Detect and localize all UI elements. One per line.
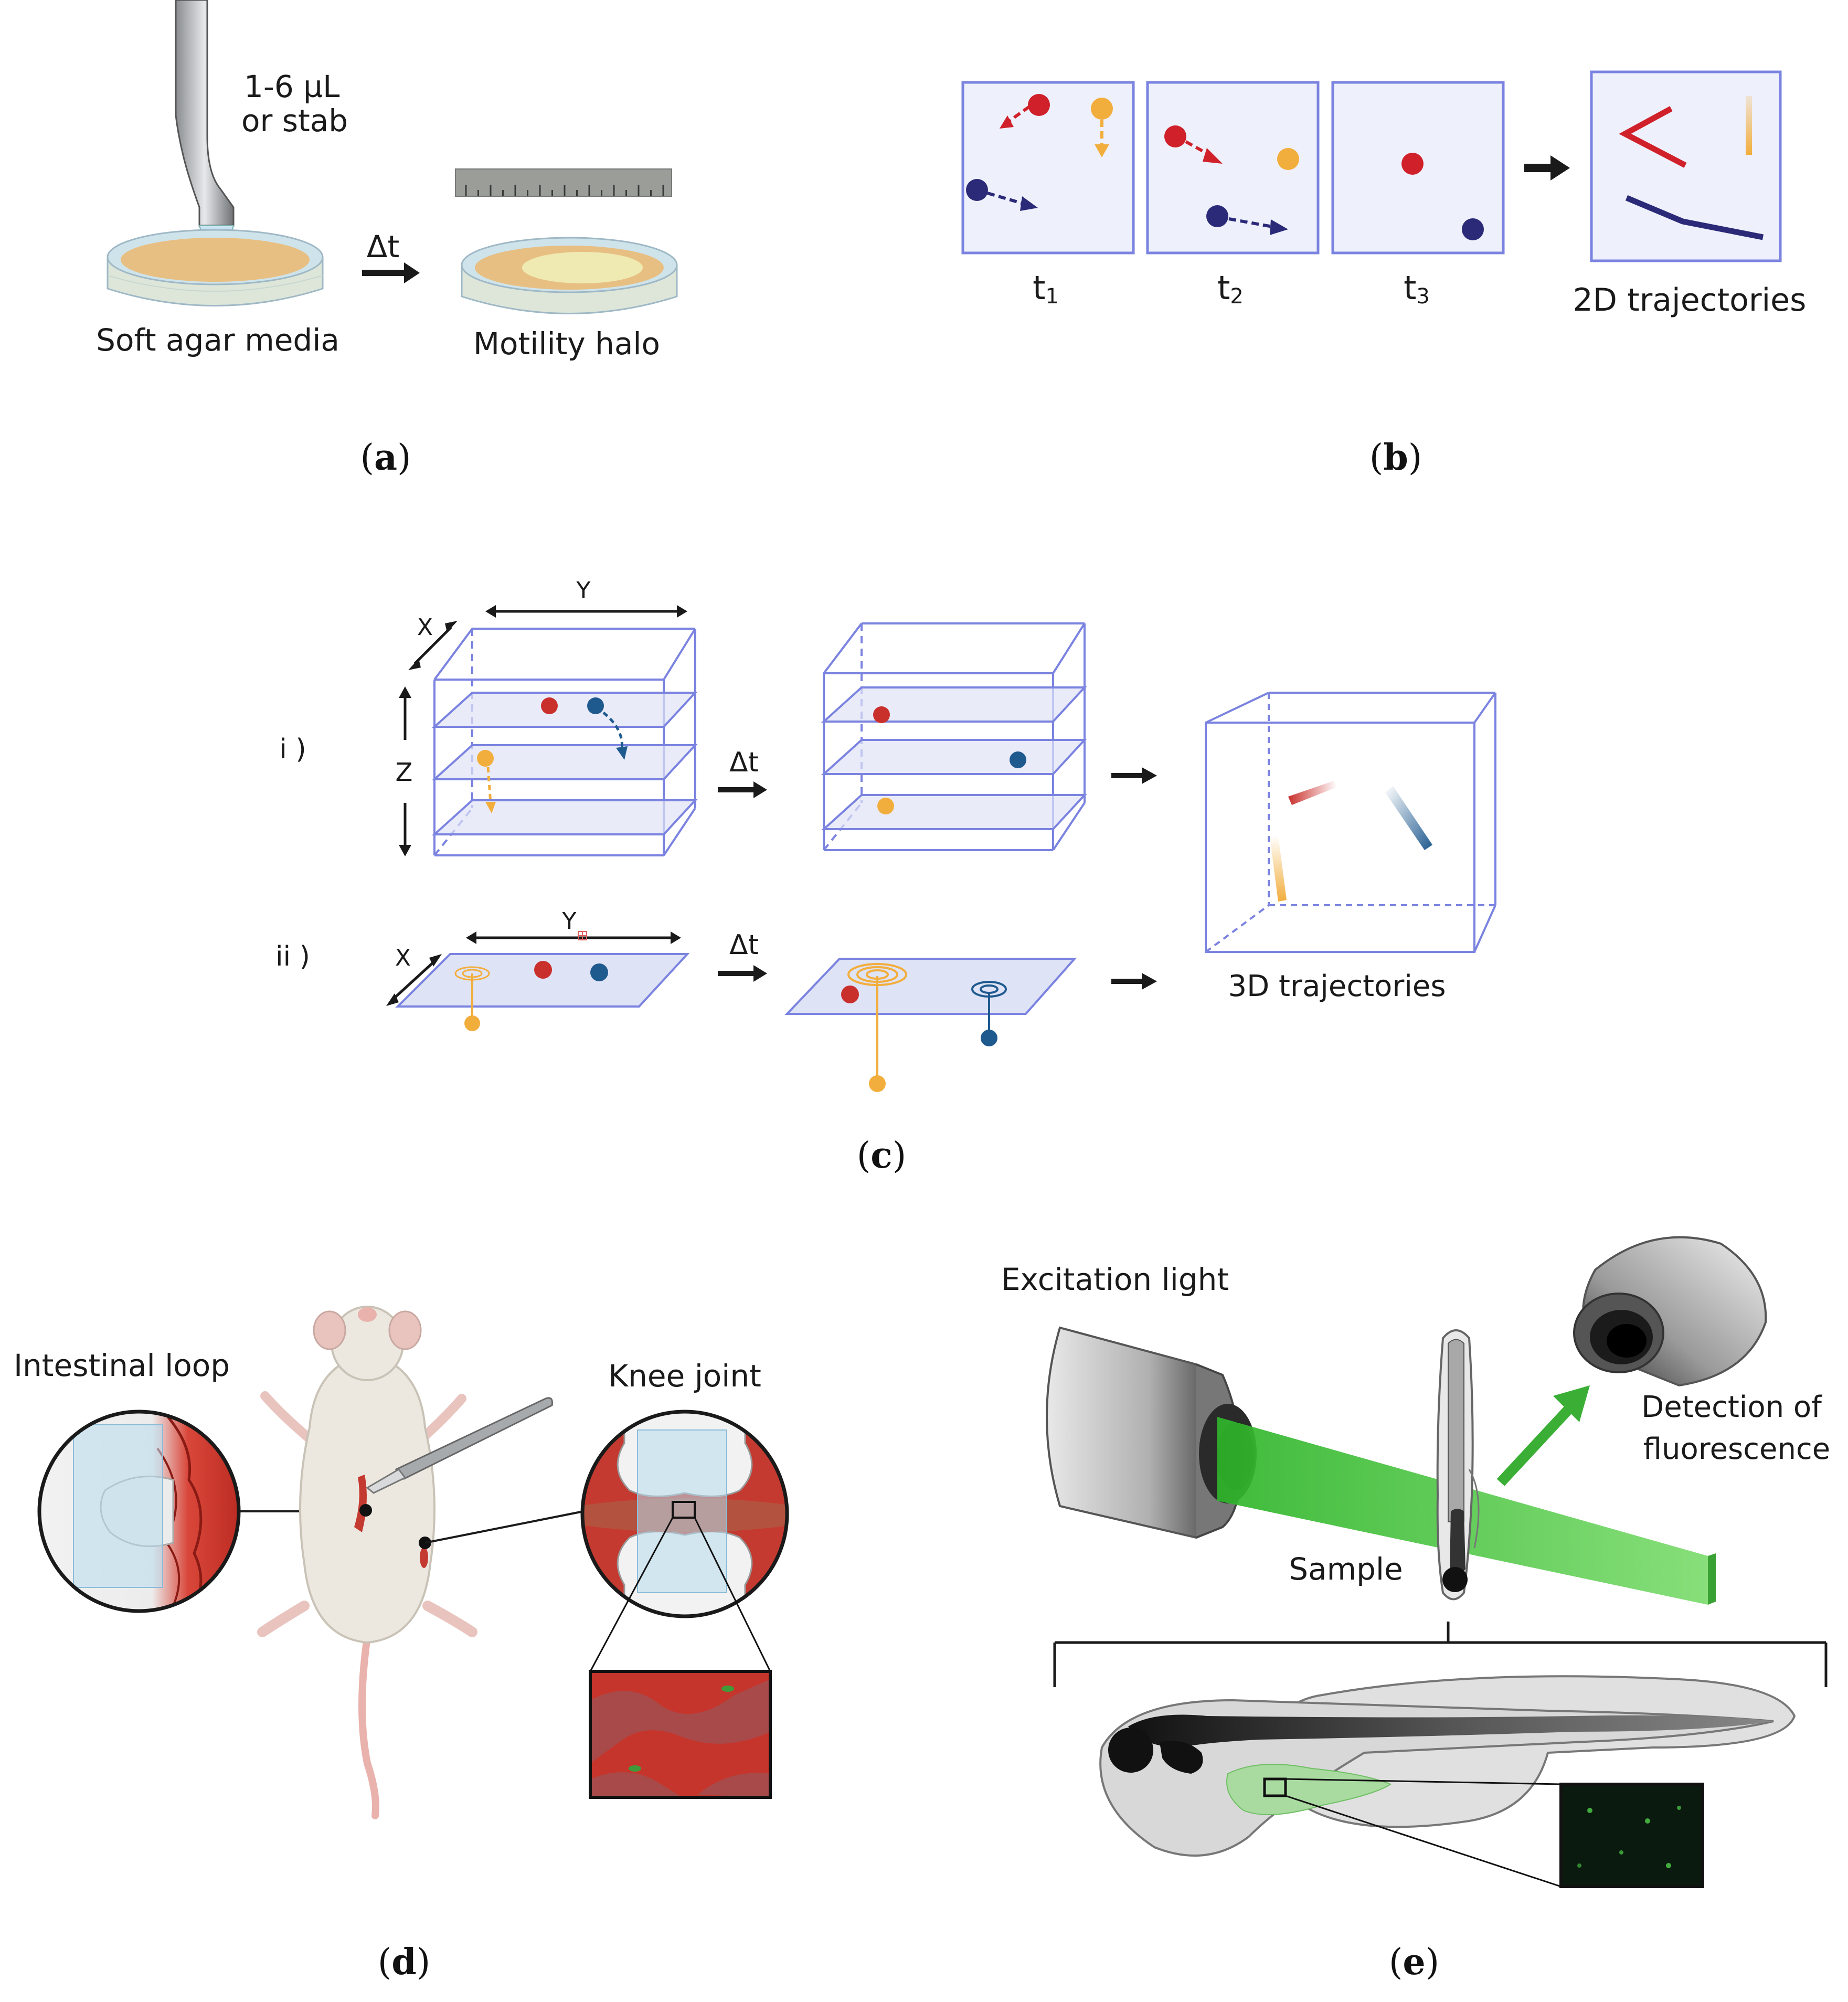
z-stack-before-particles	[477, 697, 628, 813]
trajectories-2d	[1619, 96, 1764, 240]
time-label-t3: t3	[1404, 269, 1430, 309]
arrow-right-icon	[718, 781, 767, 798]
zoom-line-left	[589, 1517, 674, 1672]
soft-agar-label: Soft agar media	[96, 322, 339, 358]
pipette-stab-label: or stab	[241, 103, 348, 139]
caption-c: (c)	[857, 1135, 906, 1177]
focal-plane-after	[784, 958, 1077, 1092]
row-ii-label: ii )	[275, 941, 310, 972]
caption-b: (b)	[1369, 437, 1422, 479]
arrow-right-icon	[1524, 155, 1570, 181]
zoom-line-fish-1	[1285, 1778, 1562, 1785]
petri-dish-soft-agar	[107, 229, 324, 306]
t1-particles	[966, 94, 1113, 211]
trajectories-3d-label: 3D trajectories	[1228, 969, 1446, 1003]
motility-halo-label: Motility halo	[473, 326, 660, 362]
zoom-line-fish-2	[1285, 1795, 1562, 1888]
axis-x-label-ii: X	[395, 945, 411, 971]
knee-zoom-inset	[589, 1670, 772, 1799]
arrow-right-icon	[718, 965, 767, 982]
axis-arrows-i	[399, 605, 687, 856]
zoom-line-right	[694, 1517, 771, 1672]
fluorescence-inset	[1559, 1783, 1704, 1888]
z-stack-after-particles	[873, 706, 1026, 814]
trajectories-3d	[1270, 781, 1432, 902]
caption-e: (e)	[1389, 1941, 1439, 1983]
z-stack-after	[821, 622, 1087, 851]
zebrafish-larva-illustration	[1099, 1675, 1796, 1857]
arrow-right-icon	[1111, 973, 1157, 990]
intestinal-loop-label: Intestinal loop	[14, 1348, 230, 1383]
knee-joint-label: Knee joint	[608, 1358, 761, 1394]
detection-label-line1: Detection of	[1641, 1390, 1822, 1424]
pipette-volume-label: 1-6 µL	[244, 69, 339, 104]
time-label-t1: t1	[1033, 269, 1059, 309]
t3-particles	[1401, 153, 1484, 240]
sample-label: Sample	[1289, 1551, 1403, 1587]
panel-d: Intestinal loop Knee joint	[14, 1306, 789, 1983]
axis-y-label-i: Y	[576, 577, 591, 604]
delta-t-label-a: Δt	[367, 229, 399, 264]
zoom-bracket	[1053, 1622, 1828, 1687]
row-i-label: i )	[279, 734, 306, 765]
axis-z-label-i: Z	[396, 758, 413, 787]
caption-d: (d)	[378, 1941, 431, 1983]
panel-a: 1-6 µL or stab Soft agar media Δt Mo	[96, 0, 678, 479]
scalpel-icon	[366, 1397, 553, 1494]
delta-t-label-c2: Δt	[729, 929, 759, 961]
t2-particles	[1164, 125, 1299, 235]
axis-y-label-ii: Y	[562, 908, 577, 935]
arrow-right-icon	[1111, 767, 1157, 784]
connector-line-knee	[424, 1510, 584, 1544]
emission-arrow-icon	[1496, 1385, 1590, 1486]
ruler-icon	[455, 168, 672, 197]
mouse-illustration	[257, 1306, 477, 1819]
caption-a: (a)	[360, 437, 411, 479]
excitation-light-label: Excitation light	[1001, 1262, 1229, 1297]
petri-dish-halo	[461, 237, 678, 314]
panel-e: Excitation light Sample	[1001, 1236, 1830, 1983]
zebrafish-sample-icon	[1436, 1329, 1480, 1601]
delta-t-label-c1: Δt	[729, 747, 759, 778]
trajectory-cube-3d	[1205, 692, 1496, 953]
focal-plane-before	[395, 953, 690, 1031]
panel-c: i ) ii ) Y X Z	[275, 577, 1496, 1177]
focus-marker-icon	[578, 931, 587, 940]
knee-joint-view	[580, 1410, 789, 1618]
detection-objective-icon	[1573, 1236, 1767, 1387]
axis-x-label-i: X	[417, 614, 433, 641]
intestinal-loop-view	[37, 1410, 241, 1613]
detection-label-line2: fluorescence	[1643, 1432, 1830, 1466]
arrow-right-icon	[362, 262, 420, 283]
panel-b: t1 t2 t3 2D trajectories (b)	[961, 70, 1807, 479]
trajectories-2d-label: 2D trajectories	[1573, 282, 1807, 319]
z-stack-before	[431, 628, 698, 856]
time-label-t2: t2	[1217, 269, 1244, 309]
axis-arrows-ii	[386, 931, 681, 1006]
